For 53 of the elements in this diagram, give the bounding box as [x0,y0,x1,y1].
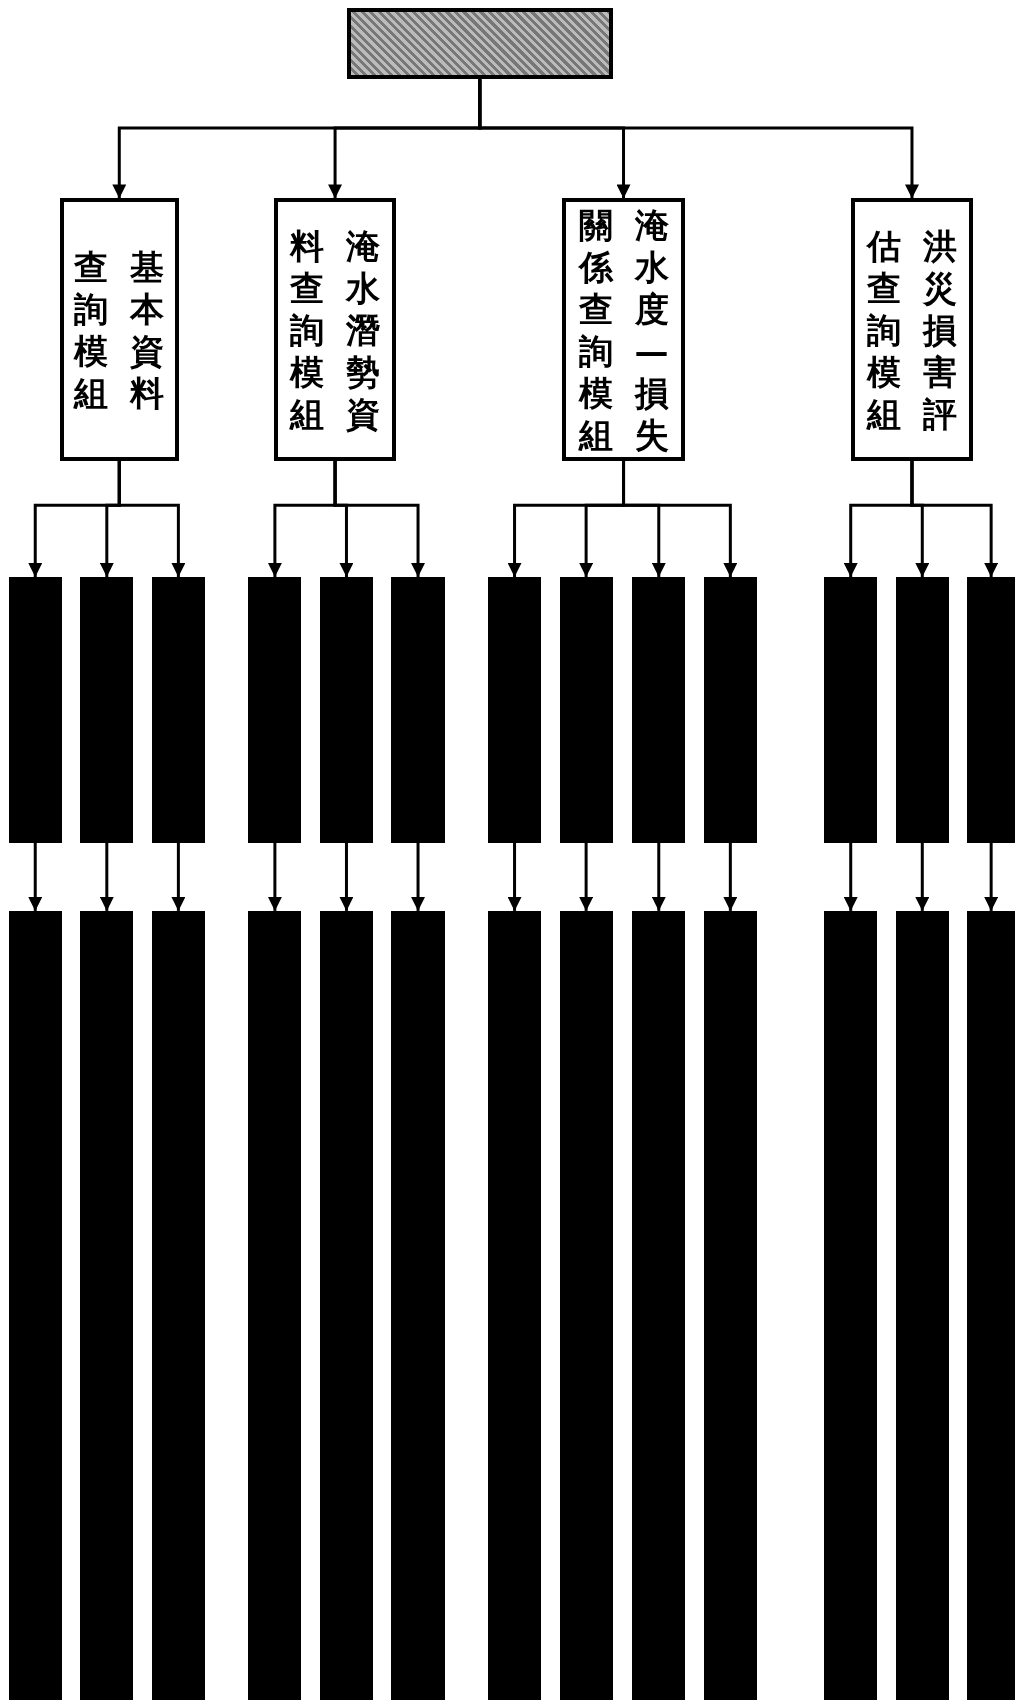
title-box [347,7,613,80]
filled-bar [391,910,445,1701]
arrow [171,842,186,911]
module-label: 基本資料查詢模組 [72,245,166,414]
filled-bar [824,576,878,843]
module-label: 淹水潛勢資料查詢模組 [288,224,382,435]
arrow [333,460,426,577]
module-label: 淹水度—損失關係查詢模組 [577,203,670,456]
module-label: 洪災損害評估查詢模組 [865,224,958,435]
arrow [99,842,114,911]
arrow [910,460,999,577]
filled-bar [391,576,445,843]
filled-bar [632,910,686,1701]
filled-bar [151,910,205,1701]
filled-bar [703,910,757,1701]
filled-bar [487,576,542,843]
filled-bar [895,910,949,1701]
module-box [561,198,686,461]
arrow [984,842,999,911]
arrow [723,842,738,911]
arrow [843,842,858,911]
module-box [851,198,973,461]
filled-bar [824,910,878,1701]
filled-bar [487,910,542,1701]
arrow [507,842,522,911]
arrow [622,460,738,577]
arrow [267,842,282,911]
filled-bar [80,576,134,843]
arrow [28,842,43,911]
filled-bar [967,576,1015,843]
filled-bar [319,910,373,1701]
filled-bar [248,576,302,843]
filled-bar [559,576,613,843]
arrow [915,842,930,911]
arrow [411,842,426,911]
arrow [339,842,354,911]
arrow [651,842,666,911]
arrow [478,79,919,199]
module-box [274,198,396,461]
module-box [59,198,179,461]
filled-bar [559,910,613,1701]
filled-bar [967,910,1015,1701]
filled-bar [248,910,302,1701]
filled-bar [8,576,62,843]
filled-bar [151,576,205,843]
arrow [117,460,186,577]
filled-bar [319,576,373,843]
filled-bar [8,910,62,1701]
filled-bar [895,576,949,843]
arrow [579,842,594,911]
filled-bar [703,576,757,843]
filled-bar [80,910,134,1701]
filled-bar [632,576,686,843]
